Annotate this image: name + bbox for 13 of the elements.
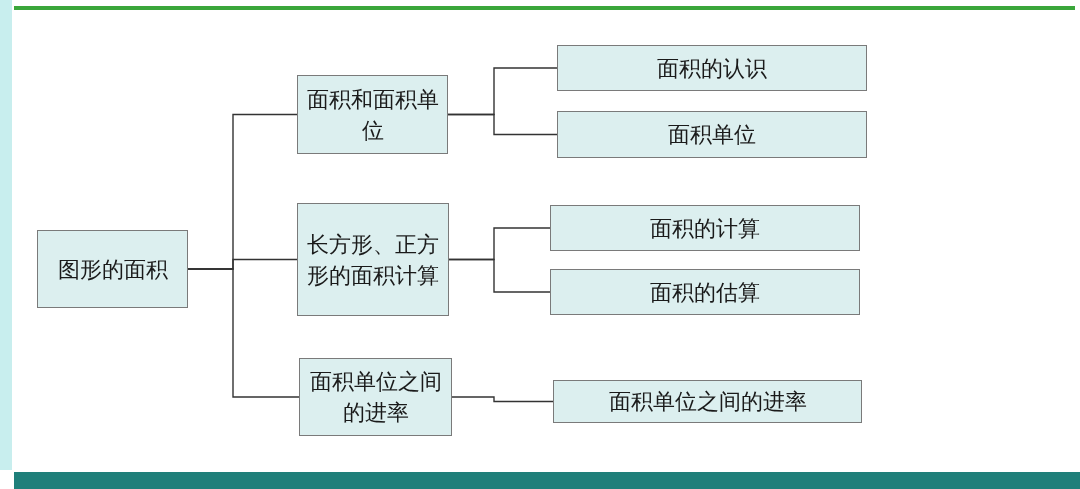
topic-box: 面积的认识 xyxy=(557,45,867,91)
topic-box: 图形的面积 xyxy=(37,230,188,308)
connector-line xyxy=(187,268,300,398)
connector-line xyxy=(448,258,551,293)
topic-box: 长方形、正方形的面积计算 xyxy=(297,203,449,316)
connector-line xyxy=(451,396,554,403)
connector-line xyxy=(447,113,558,136)
topic-box: 面积的计算 xyxy=(550,205,860,251)
topic-box: 面积和面积单位 xyxy=(297,75,448,154)
topic-box: 面积单位 xyxy=(557,111,867,158)
topic-box: 面积的估算 xyxy=(550,269,860,315)
topic-box: 面积单位之间的进率 xyxy=(553,380,862,423)
topic-box: 面积单位之间的进率 xyxy=(299,358,452,436)
